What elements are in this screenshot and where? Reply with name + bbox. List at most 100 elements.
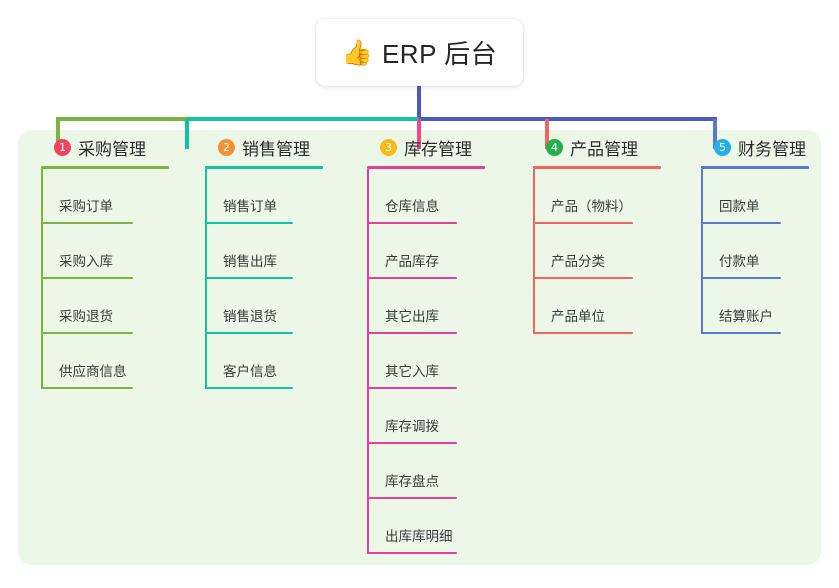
column-title-3: 库存管理	[404, 139, 472, 159]
leaf-item[interactable]: 采购订单	[36, 169, 186, 224]
column-header-3[interactable]: 3 库存管理	[362, 130, 512, 164]
column-1: 1 采购管理采购订单采购入库采购退货供应商信息	[36, 130, 186, 389]
leaf-label: 结算账户	[719, 309, 773, 324]
leaf-list-5: 回款单付款单结算账户	[696, 169, 826, 334]
leaf-rule	[367, 442, 457, 444]
column-5: 5 财务管理回款单付款单结算账户	[696, 130, 826, 334]
leaf-label: 产品（物料）	[551, 199, 632, 214]
leaf-label: 其它出库	[385, 309, 439, 324]
column-spine-5	[701, 169, 703, 334]
column-4: 4 产品管理产品（物料） 产品分类产品单位	[528, 130, 688, 334]
leaf-rule	[533, 277, 633, 279]
column-title-5: 财务管理	[738, 139, 806, 159]
column-title-1: 采购管理	[78, 139, 146, 159]
leaf-label: 产品分类	[551, 254, 605, 269]
column-spine-1	[41, 169, 43, 389]
leaf-item[interactable]: 库存调拨	[362, 389, 512, 444]
leaf-item[interactable]: 结算账户	[696, 279, 826, 334]
leaf-list-3: 仓库信息产品库存其它出库其它入库库存调拨库存盘点出库库明细	[362, 169, 512, 554]
leaf-label: 销售退货	[223, 309, 277, 324]
thumbs-up-emoji: 👍	[341, 39, 373, 67]
column-header-2[interactable]: 2 销售管理	[200, 130, 348, 164]
column-header-1[interactable]: 1 采购管理	[36, 130, 186, 164]
leaf-item[interactable]: 产品（物料）	[528, 169, 688, 224]
leaf-item[interactable]: 仓库信息	[362, 169, 512, 224]
leaf-rule	[367, 222, 457, 224]
leaf-item[interactable]: 回款单	[696, 169, 826, 224]
leaf-rule	[41, 277, 133, 279]
leaf-item[interactable]: 产品分类	[528, 224, 688, 279]
column-rule-3	[367, 166, 485, 169]
column-badge-4: 4	[546, 138, 563, 156]
leaf-label: 销售出库	[223, 254, 277, 269]
diagram-panel	[18, 130, 821, 565]
leaf-item[interactable]: 付款单	[696, 224, 826, 279]
leaf-rule	[41, 222, 133, 224]
column-header-4[interactable]: 4 产品管理	[528, 130, 688, 164]
leaf-list-4: 产品（物料） 产品分类产品单位	[528, 169, 688, 334]
column-spine-3	[367, 169, 369, 554]
leaf-item[interactable]: 销售退货	[200, 279, 348, 334]
leaf-item[interactable]: 采购退货	[36, 279, 186, 334]
column-container: 1 采购管理采购订单采购入库采购退货供应商信息 2 销售管理销售订单销售出库销售退货客…	[18, 130, 821, 565]
root-node[interactable]: 👍 ERP 后台	[316, 19, 523, 86]
leaf-label: 供应商信息	[59, 364, 127, 379]
leaf-list-1: 采购订单采购入库采购退货供应商信息	[36, 169, 186, 389]
leaf-label: 库存盘点	[385, 474, 439, 489]
leaf-rule	[701, 277, 781, 279]
column-rule-2	[205, 166, 323, 169]
leaf-item[interactable]: 销售出库	[200, 224, 348, 279]
leaf-rule	[367, 497, 457, 499]
leaf-item[interactable]: 产品单位	[528, 279, 688, 334]
leaf-item[interactable]: 客户信息	[200, 334, 348, 389]
leaf-item[interactable]: 库存盘点	[362, 444, 512, 499]
column-badge-2: 2	[218, 138, 235, 156]
leaf-rule	[701, 222, 781, 224]
leaf-label: 仓库信息	[385, 199, 439, 214]
column-rule-5	[701, 166, 809, 169]
leaf-rule	[205, 387, 293, 389]
column-spine-4	[533, 169, 535, 334]
leaf-item[interactable]: 供应商信息	[36, 334, 186, 389]
leaf-rule	[41, 332, 133, 334]
leaf-rule	[367, 387, 457, 389]
column-badge-5: 5	[714, 138, 731, 156]
leaf-label: 其它入库	[385, 364, 439, 379]
leaf-rule	[533, 332, 633, 334]
leaf-item[interactable]: 销售订单	[200, 169, 348, 224]
column-rule-4	[533, 166, 661, 169]
leaf-label: 出库库明细	[385, 529, 453, 544]
leaf-item[interactable]: 产品库存	[362, 224, 512, 279]
leaf-item[interactable]: 采购入库	[36, 224, 186, 279]
leaf-item[interactable]: 出库库明细	[362, 499, 512, 554]
leaf-label: 付款单	[719, 254, 760, 269]
leaf-label: 回款单	[719, 199, 760, 214]
leaf-rule	[367, 332, 457, 334]
leaf-label: 采购入库	[59, 254, 113, 269]
leaf-rule	[367, 277, 457, 279]
leaf-label: 库存调拨	[385, 419, 439, 434]
root-title: ERP 后台	[381, 39, 498, 69]
column-spine-2	[205, 169, 207, 389]
leaf-item[interactable]: 其它出库	[362, 279, 512, 334]
leaf-rule	[701, 332, 781, 334]
column-badge-1: 1	[54, 138, 71, 156]
column-title-2: 销售管理	[242, 139, 310, 159]
leaf-rule	[205, 277, 293, 279]
column-rule-1	[41, 166, 169, 169]
leaf-label: 采购订单	[59, 199, 113, 214]
column-3: 3 库存管理仓库信息产品库存其它出库其它入库库存调拨库存盘点出库库明细	[362, 130, 512, 554]
leaf-label: 销售订单	[223, 199, 277, 214]
leaf-item[interactable]: 其它入库	[362, 334, 512, 389]
leaf-rule	[205, 332, 293, 334]
column-2: 2 销售管理销售订单销售出库销售退货客户信息	[200, 130, 348, 389]
column-badge-3: 3	[380, 138, 397, 156]
leaf-list-2: 销售订单销售出库销售退货客户信息	[200, 169, 348, 389]
leaf-label: 产品单位	[551, 309, 605, 324]
column-title-4: 产品管理	[570, 139, 638, 159]
column-header-5[interactable]: 5 财务管理	[696, 130, 826, 164]
leaf-rule	[533, 222, 633, 224]
leaf-rule	[41, 387, 133, 389]
leaf-rule	[205, 222, 293, 224]
